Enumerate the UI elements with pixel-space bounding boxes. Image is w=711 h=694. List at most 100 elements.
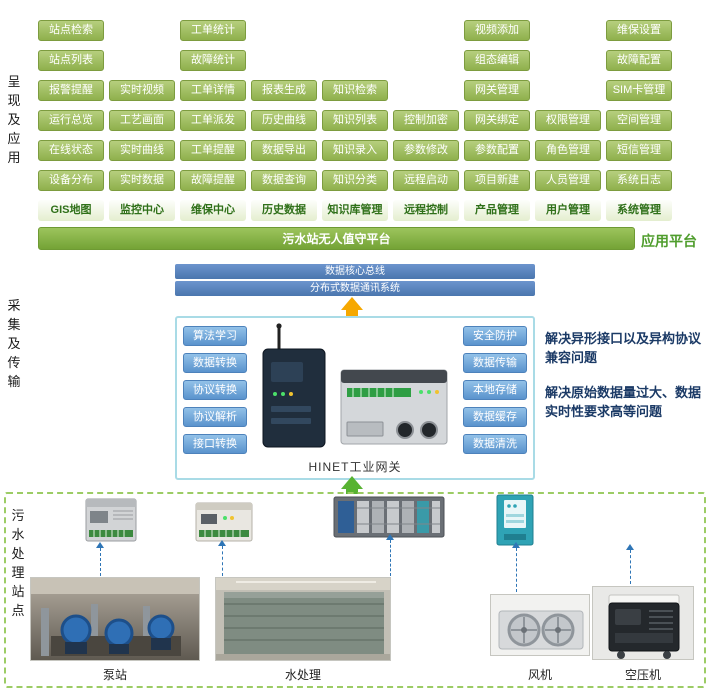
gateway-function-button: 算法学习	[183, 326, 247, 346]
app-column-user: 权限管理 角色管理 人员管理 用户管理	[535, 8, 601, 221]
section-label-presentation: 呈现及应用	[7, 74, 21, 165]
distributed-comm-bar: 分布式数据通讯系统	[175, 281, 535, 296]
feature-button: 设备分布	[38, 170, 104, 191]
app-column-gis: 站点检索 站点列表 报警提醒 运行总览 在线状态 设备分布 GIS地图	[38, 8, 104, 221]
photo-label-fan: 风机	[527, 668, 552, 682]
column-header: GIS地图	[38, 200, 104, 221]
feature-button: 故障统计	[180, 50, 246, 71]
app-column-monitor: 实时视频 工艺画面 实时曲线 实时数据 监控中心	[109, 8, 175, 221]
connector-line	[630, 550, 631, 584]
gateway-left-functions: 算法学习 数据转换 协议转换 协议解析 接口转换	[183, 326, 247, 454]
gateway-function-button: 安全防护	[463, 326, 527, 346]
feature-button: 工单统计	[180, 20, 246, 41]
feature-button: 维保设置	[606, 20, 672, 41]
app-column-history: 报表生成 历史曲线 数据导出 数据查询 历史数据	[251, 8, 317, 221]
column-header: 产品管理	[464, 200, 530, 221]
photo-water-treatment	[215, 577, 391, 661]
column-header: 知识库管理	[322, 200, 388, 221]
feature-button: 权限管理	[535, 110, 601, 131]
gateway-function-button: 本地存储	[463, 380, 527, 400]
feature-button: 知识分类	[322, 170, 388, 191]
photo-fan	[490, 594, 590, 656]
feature-button: 参数配置	[464, 140, 530, 161]
feature-button: 知识检索	[322, 80, 388, 101]
feature-button: 视频添加	[464, 20, 530, 41]
feature-button: 工艺画面	[109, 110, 175, 131]
up-arrow-green-icon	[341, 476, 363, 489]
photo-pump-station	[30, 577, 200, 661]
section-label-collection: 采集及传输	[7, 298, 21, 389]
column-header: 系统管理	[606, 200, 672, 221]
feature-button: 故障配置	[606, 50, 672, 71]
feature-button: 组态编辑	[464, 50, 530, 71]
feature-button: 参数修改	[393, 140, 459, 161]
feature-button: 项目新建	[464, 170, 530, 191]
app-column-knowledge: 知识检索 知识列表 知识录入 知识分类 知识库管理	[322, 8, 388, 221]
app-column-system: 维保设置 故障配置 SIM卡管理 空间管理 短信管理 系统日志 系统管理	[606, 8, 672, 221]
column-header: 历史数据	[251, 200, 317, 221]
app-column-maintenance: 工单统计 故障统计 工单详情 工单派发 工单提醒 故障提醒 维保中心	[180, 8, 246, 221]
connector-line	[516, 548, 517, 592]
feature-button: 人员管理	[535, 170, 601, 191]
feature-button: 站点列表	[38, 50, 104, 71]
feature-button: 知识列表	[322, 110, 388, 131]
photo-label-water: 水处理	[284, 668, 321, 682]
feature-button: SIM卡管理	[606, 80, 672, 101]
gateway-name-label: HINET工业网关	[308, 460, 402, 474]
feature-button: 故障提醒	[180, 170, 246, 191]
feature-button: 报警提醒	[38, 80, 104, 101]
photo-label-pump: 泵站	[102, 668, 127, 682]
gateway-function-button: 数据转换	[183, 353, 247, 373]
gateway-right-functions: 安全防护 数据传输 本地存储 数据缓存 数据清洗	[463, 326, 527, 454]
feature-button: 数据导出	[251, 140, 317, 161]
gateway-function-button: 协议解析	[183, 407, 247, 427]
feature-button: 远程启动	[393, 170, 459, 191]
feature-button: 控制加密	[393, 110, 459, 131]
column-header: 远程控制	[393, 200, 459, 221]
feature-button: 实时视频	[109, 80, 175, 101]
feature-button: 系统日志	[606, 170, 672, 191]
application-platform-label: 应用平台	[641, 233, 697, 249]
feature-button: 短信管理	[606, 140, 672, 161]
data-core-bus-bar: 数据核心总线	[175, 264, 535, 279]
feature-button: 历史曲线	[251, 110, 317, 131]
feature-button: 实时数据	[109, 170, 175, 191]
plc-rack-image	[333, 496, 445, 543]
connector-arrow-icon	[96, 542, 104, 548]
platform-banner: 污水站无人值守平台	[38, 227, 635, 250]
feature-button: 运行总览	[38, 110, 104, 131]
gateway-function-button: 数据传输	[463, 353, 527, 373]
photo-label-compressor: 空压机	[624, 668, 661, 682]
plc-device-image	[195, 502, 253, 549]
column-header: 用户管理	[535, 200, 601, 221]
station-area-border	[4, 492, 706, 688]
feature-button: 网关绑定	[464, 110, 530, 131]
gateway-device-image	[255, 322, 455, 459]
gateway-function-button: 协议转换	[183, 380, 247, 400]
controller-device-image	[496, 494, 534, 551]
feature-button: 数据查询	[251, 170, 317, 191]
connector-line	[100, 548, 101, 576]
feature-button: 空间管理	[606, 110, 672, 131]
connector-arrow-icon	[386, 534, 394, 540]
feature-button: 工单提醒	[180, 140, 246, 161]
feature-button: 工单详情	[180, 80, 246, 101]
section-label-station: 污水处理站点	[11, 508, 25, 618]
connector-line	[222, 546, 223, 576]
photo-air-compressor	[592, 586, 694, 660]
up-arrow-orange-stem	[346, 309, 358, 317]
connector-arrow-icon	[218, 540, 226, 546]
up-arrow-green-stem	[346, 488, 358, 494]
feature-button: 报表生成	[251, 80, 317, 101]
gateway-function-button: 数据缓存	[463, 407, 527, 427]
feature-button: 站点检索	[38, 20, 104, 41]
plc-device-image	[85, 496, 137, 549]
connector-arrow-icon	[512, 542, 520, 548]
app-column-remote: 控制加密 参数修改 远程启动 远程控制	[393, 8, 459, 221]
up-arrow-orange-icon	[341, 297, 363, 310]
gateway-note-protocol: 解决异形接口以及异构协议兼容问题	[545, 331, 702, 365]
app-column-product: 视频添加 组态编辑 网关管理 网关绑定 参数配置 项目新建 产品管理	[464, 8, 530, 221]
connector-arrow-icon	[626, 544, 634, 550]
connector-line	[390, 540, 391, 576]
